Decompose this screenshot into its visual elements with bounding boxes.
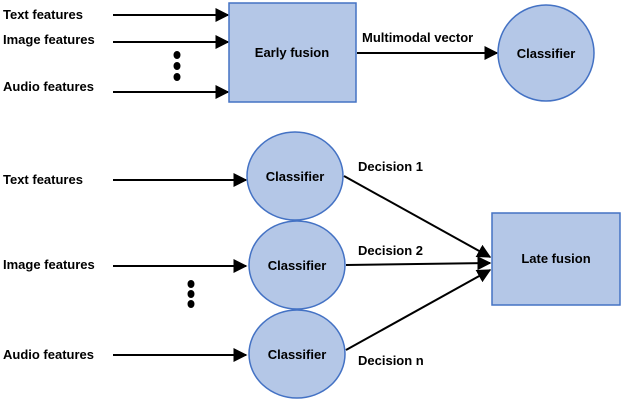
decision-1-label: Decision 1 bbox=[358, 159, 423, 174]
late-ellipsis-dots bbox=[187, 280, 195, 308]
decision-2-arrow bbox=[345, 256, 492, 271]
late-classifier-2-circle bbox=[248, 220, 346, 310]
late-input-image-label: Image features bbox=[3, 257, 95, 272]
decision-n-label: Decision n bbox=[358, 353, 424, 368]
late-fusion-box bbox=[491, 212, 621, 306]
early-fusion-label: Early fusion bbox=[255, 45, 329, 60]
decision-1-arrow bbox=[343, 175, 492, 258]
late-classifier-n-label: Classifier bbox=[268, 347, 327, 362]
multimodal-vector-label: Multimodal vector bbox=[362, 30, 473, 45]
early-input-audio-label: Audio features bbox=[3, 79, 94, 94]
late-input-text-label: Text features bbox=[3, 172, 83, 187]
early-fusion-box bbox=[228, 2, 357, 103]
early-ellipsis-dots bbox=[173, 51, 181, 81]
early-classifier-circle bbox=[497, 4, 595, 102]
late-input-audio-label: Audio features bbox=[3, 347, 94, 362]
late-fusion-section: Text features Image features Audio featu… bbox=[3, 131, 621, 399]
decision-n-arrow bbox=[345, 269, 492, 351]
late-fusion-label: Late fusion bbox=[521, 251, 590, 266]
early-classifier-label: Classifier bbox=[517, 46, 576, 61]
late-classifier-1-label: Classifier bbox=[266, 169, 325, 184]
late-classifier-2-label: Classifier bbox=[268, 258, 327, 273]
decision-2-label: Decision 2 bbox=[358, 243, 423, 258]
late-classifier-n-circle bbox=[248, 309, 346, 399]
early-input-text-label: Text features bbox=[3, 7, 83, 22]
early-fusion-section: Text features Image features Audio featu… bbox=[3, 2, 595, 103]
early-input-image-label: Image features bbox=[3, 32, 95, 47]
late-classifier-1-circle bbox=[246, 131, 344, 221]
